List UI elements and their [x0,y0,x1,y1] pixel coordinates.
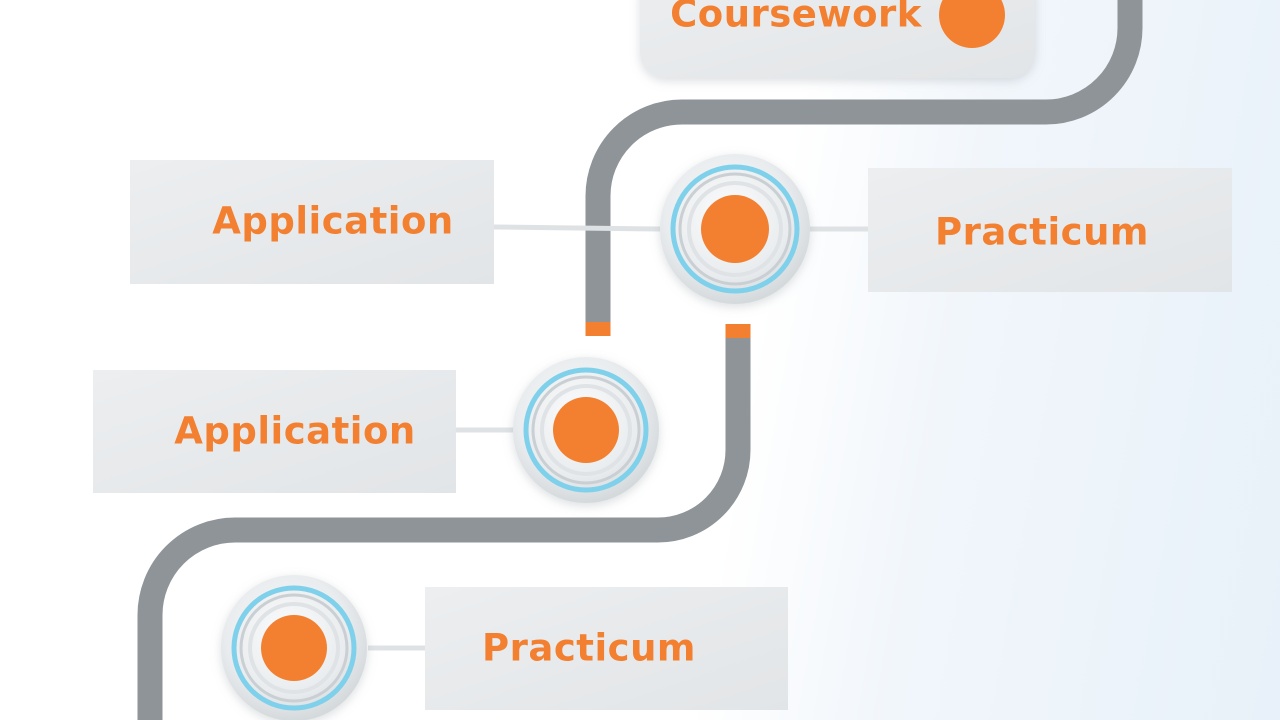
route-end-cap-upper [585,322,611,336]
step-label: Practicum [482,627,696,670]
step-application-1: Application [130,160,494,284]
step-box [93,370,456,493]
step-dot [939,0,1005,48]
step-label: Application [174,410,416,453]
route-segment-bottom [137,332,751,720]
step-box [130,160,494,284]
route-segment-top [585,0,1143,330]
step-dot [553,397,619,463]
step-label: Application [212,200,454,243]
step-dot [261,615,327,681]
step-coursework: Coursework [640,0,1035,78]
step-box [425,587,788,710]
step-box [640,0,1035,78]
step-marker [660,154,810,304]
route-end-cap-lower [725,324,751,338]
step-box [868,168,1232,292]
route [137,0,1143,720]
step-application-2: Application [93,357,659,503]
connector-line [493,224,661,232]
step-practicum-1: Practicum [660,154,1232,304]
step-marker [513,357,659,503]
step-marker [221,575,367,720]
step-dot [701,195,769,263]
step-label: Practicum [935,211,1149,254]
step-practicum-2: Practicum [221,575,788,720]
connectors [368,224,868,651]
step-label: Coursework [670,0,923,36]
